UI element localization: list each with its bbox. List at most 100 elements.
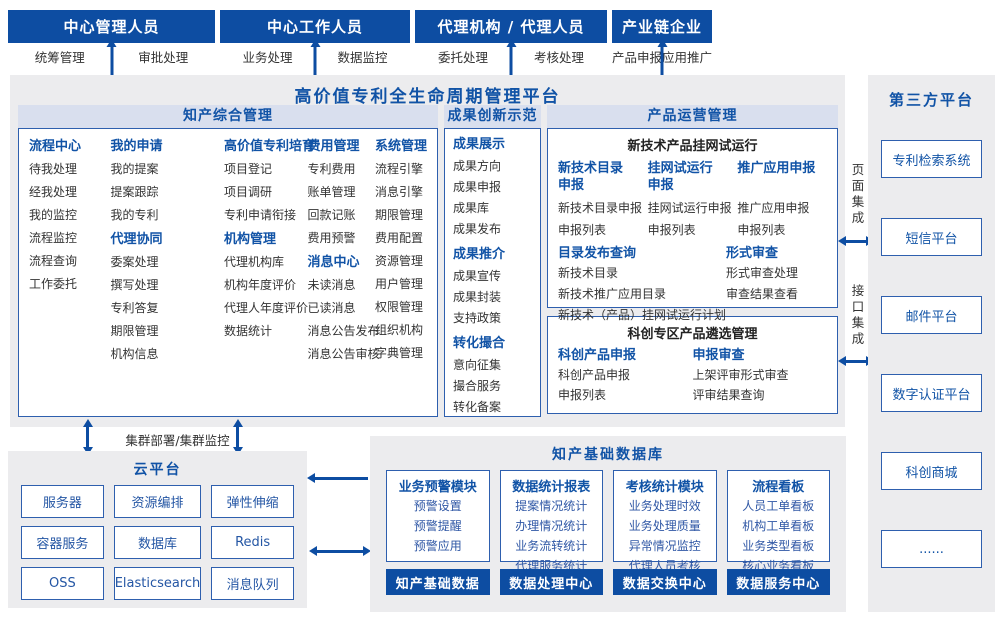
db-module: 考核统计模块 业务处理时效业务处理质量异常情况监控代理人员考核 数据交换中心 — [613, 470, 717, 595]
db-module-box: 流程看板 人员工单看板机构工单看板业务类型看板核心业务看板 — [726, 470, 830, 573]
menu-item: 新技术（产品）挂网试运行计划 — [558, 308, 727, 322]
db-module-items: 预警设置预警提醒预警应用 — [387, 496, 489, 556]
menu-item: 评审结果查询 — [692, 388, 765, 402]
cloud-service-box: Redis — [211, 526, 294, 559]
db-module-item: 业务处理质量 — [628, 519, 701, 533]
menu-items: 流程引擎消息引擎期限管理费用配置资源管理用户管理权限管理组织机构字典管理 — [375, 158, 427, 365]
menu-item: 挂网试运行申报 — [647, 201, 732, 215]
up-down-arrow-icon — [660, 46, 664, 76]
menu-item: 项目登记 — [223, 162, 272, 176]
menu-items: 上架评审形式审查评审结果查询 — [693, 365, 828, 405]
menu-group: 转化撮合 意向征集撮合服务转化备案 — [453, 334, 532, 418]
menu-column: 系统管理 流程引擎消息引擎期限管理费用配置资源管理用户管理权限管理组织机构字典管… — [375, 137, 427, 408]
menu-group: 消息中心 未读消息已读消息消息公告发布消息公告审核 — [307, 253, 379, 366]
menu-item: 权限管理 — [374, 300, 423, 314]
menu-items: 待我处理经我处理我的监控流程监控流程查询工作委托 — [29, 158, 107, 296]
menu-group-title: 费用管理 — [307, 139, 360, 154]
role-actions: 业务处理 数据监控 — [220, 43, 410, 76]
menu-item: 未读消息 — [307, 278, 356, 292]
db-module: 流程看板 人员工单看板机构工单看板业务类型看板核心业务看板 数据服务中心 — [726, 470, 830, 595]
cloud-service-box: 资源编排 — [113, 485, 202, 518]
product-box-title: 科创专区产品遴选管理 — [627, 327, 758, 342]
menu-item: 我的监控 — [29, 208, 78, 222]
menu-item: 用户管理 — [374, 277, 423, 291]
menu-item: 工作委托 — [29, 277, 78, 291]
db-to-cloud-arrow-icon — [307, 473, 368, 483]
cluster-arrow-left-icon — [86, 426, 89, 448]
menu-item: 机构信息 — [110, 347, 159, 361]
menu-group-title: 成果展示 — [453, 137, 506, 152]
product-ops-body: 新技术产品挂网试运行 新技术目录 申报 新技术目录申报申报列表 挂网试运行 申报 — [547, 128, 838, 417]
db-module-item: 预警设置 — [413, 499, 462, 513]
section-header: 成果创新示范 — [444, 105, 541, 128]
product-columns: 新技术目录 申报 新技术目录申报申报列表 挂网试运行 申报 挂网试运行申报申报列… — [548, 154, 837, 241]
menu-items: 项目登记项目调研专利申请衔接 — [224, 158, 304, 227]
db-center-bar: 知产基础数据 — [386, 569, 490, 595]
up-down-arrow-icon — [313, 46, 317, 76]
menu-item: 经我处理 — [29, 185, 78, 199]
menu-item: 回款记账 — [307, 208, 356, 222]
menu-column: 流程中心 待我处理经我处理我的监控流程监控流程查询工作委托 — [29, 137, 107, 408]
product-box-trial-run: 新技术产品挂网试运行 新技术目录 申报 新技术目录申报申报列表 挂网试运行 申报 — [547, 128, 838, 322]
menu-group-title: 高价值专利培育 — [223, 139, 315, 154]
menu-item: 申报列表 — [647, 223, 696, 237]
menu-group-title: 成果推介 — [453, 247, 506, 262]
db-module-items: 业务处理时效业务处理质量异常情况监控代理人员考核 — [614, 496, 716, 576]
role-actions: 统筹管理 审批处理 — [8, 43, 215, 76]
menu-item: 科创产品申报 — [558, 368, 631, 382]
ip-management-body: 流程中心 待我处理经我处理我的监控流程监控流程查询工作委托 我的申请 — [18, 128, 438, 417]
menu-item: 提案跟踪 — [110, 185, 159, 199]
third-party-title: 第三方平台 — [888, 91, 974, 109]
menu-group: 机构管理 代理机构库机构年度评价代理人年度评价数据统计 — [223, 230, 308, 343]
section-product-ops: 产品运营管理 新技术产品挂网试运行 新技术目录 申报 新技术目录申报申报列表 挂 — [547, 105, 838, 418]
cloud-service-box: 数据库 — [113, 526, 202, 559]
cluster-arrow-right-icon — [236, 426, 239, 448]
menu-group: 流程中心 待我处理经我处理我的监控流程监控流程查询工作委托 — [29, 137, 107, 296]
menu-column: 我的申请 我的提案提案跟踪我的专利 代理协同 委案处理撰写处理专利答复期限管理机… — [110, 137, 220, 408]
third-party-system: 数字认证平台 — [881, 374, 982, 412]
db-module-item: 预警提醒 — [413, 519, 462, 533]
menu-items: 推广应用申报申报列表 — [737, 197, 827, 241]
menu-item: 新技术目录 — [558, 266, 619, 280]
menu-item: 数据统计 — [223, 324, 272, 338]
db-module-item: 业务类型看板 — [742, 539, 815, 553]
menu-items: 委案处理撰写处理专利答复期限管理机构信息 — [110, 251, 220, 366]
menu-items: 科创产品申报申报列表 — [558, 365, 693, 405]
db-module-title: 流程看板 — [752, 480, 805, 495]
db-title: 知产基础数据库 — [552, 447, 664, 463]
menu-item: 我的专利 — [110, 208, 159, 222]
third-party-system: 邮件平台 — [881, 296, 982, 334]
role: 中心工作人员 业务处理 数据监控 — [220, 10, 410, 76]
role-action-left: 委托处理 — [437, 49, 488, 65]
menu-item: 专利费用 — [307, 162, 356, 176]
menu-item: 流程引擎 — [374, 162, 423, 176]
menu-items: 意向征集撮合服务转化备案 — [453, 355, 532, 418]
menu-groups: 费用管理 专利费用账单管理回款记账费用预警 消息中心 未读消息已读消息消息公告发… — [307, 137, 379, 366]
role: 代理机构 / 代理人员 委托处理 考核处理 — [415, 10, 607, 76]
cloud-service-box: 消息队列 — [211, 567, 294, 600]
menu-item: 成果发布 — [453, 222, 502, 236]
menu-item: 流程监控 — [29, 231, 78, 245]
top-roles: 中心管理人员 统筹管理 审批处理 中心工作人员 业务处理 数据监控 代理机构 /… — [8, 10, 820, 76]
db-module-items: 提案情况统计办理情况统计业务流转统计代理服务统计 — [501, 496, 603, 576]
role-action-left: 统筹管理 — [34, 49, 85, 65]
menu-item: 期限管理 — [374, 208, 423, 222]
menu-item: 成果库 — [453, 201, 490, 215]
menu-item: 撮合服务 — [453, 379, 502, 393]
menu-item: 专利答复 — [110, 301, 159, 315]
db-module: 数据统计报表 提案情况统计办理情况统计业务流转统计代理服务统计 数据处理中心 — [499, 470, 603, 595]
menu-group: 成果展示 成果方向成果申报成果库成果发布 — [453, 135, 532, 240]
menu-group-title: 代理协同 — [110, 232, 163, 247]
menu-item: 消息引擎 — [374, 185, 423, 199]
cloud-service-box: 容器服务 — [21, 526, 104, 559]
role-action-right: 审批处理 — [138, 49, 189, 65]
db-modules: 业务预警模块 预警设置预警提醒预警应用 知产基础数据 数据统计报表 提案情况统计… — [370, 470, 846, 595]
product-columns: 科创产品申报 科创产品申报申报列表 申报审查 上架评审形式审查评审结果查询 — [548, 342, 837, 405]
menu-column: 高价值专利培育 项目登记项目调研专利申请衔接 机构管理 代理机构库机构年度评价代… — [223, 137, 315, 408]
product-column: 科创产品申报 科创产品申报申报列表 — [558, 344, 693, 405]
menu-items: 新技术目录申报申报列表 — [558, 197, 648, 241]
menu-items: 成果方向成果申报成果库成果发布 — [453, 156, 532, 240]
menu-item: 推广应用申报 — [737, 201, 810, 215]
cloud-db-sync-arrow-icon — [309, 546, 371, 556]
